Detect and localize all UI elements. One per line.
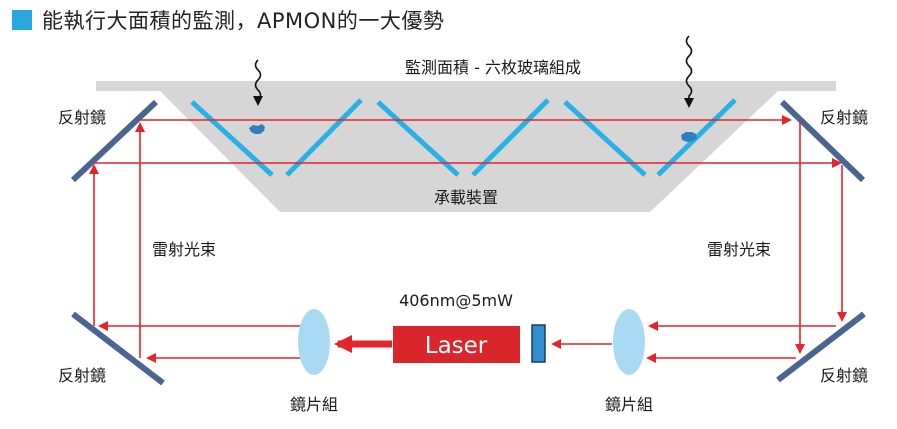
mirror-top-left xyxy=(70,99,159,183)
particle-icon xyxy=(681,132,697,142)
carrier-label: 承載裝置 xyxy=(433,188,499,207)
wavy-arrow-icon xyxy=(253,59,263,106)
lens-right-label: 鏡片組 xyxy=(604,395,654,414)
mirror-bottom-left xyxy=(71,311,165,386)
laser-spec-label: 406nm@5mW xyxy=(399,291,513,310)
particles xyxy=(249,124,697,142)
wavy-arrow-icon xyxy=(684,35,694,108)
title-row: 能執行大面積的監測，APMON的一大優勢 xyxy=(12,4,444,36)
inspection-bar xyxy=(96,81,836,91)
lens-right xyxy=(613,309,645,375)
mirror-top-left-label: 反射鏡 xyxy=(58,108,107,127)
mirror-top-right-label: 反射鏡 xyxy=(820,108,869,127)
detector xyxy=(531,324,546,363)
laser-beams xyxy=(89,115,847,363)
mirror-bottom-left-label: 反射鏡 xyxy=(58,366,107,385)
beam-left-label: 雷射光束 xyxy=(152,240,217,259)
laser-box xyxy=(393,326,520,363)
mirror-bottom-right-label: 反射鏡 xyxy=(820,366,869,385)
carrier-platform xyxy=(96,81,836,212)
mirror-bottom-right xyxy=(776,311,866,383)
lens-left-label: 鏡片組 xyxy=(289,395,339,414)
carrier-trapezoid xyxy=(160,91,778,212)
mirrors xyxy=(70,99,866,386)
inspection-area-label: 監測面積 - 六枚玻璃組成 xyxy=(405,58,581,77)
particle-icon xyxy=(249,124,265,134)
lens-left xyxy=(298,309,330,375)
beam-right-label: 雷射光束 xyxy=(707,240,772,259)
title-bullet-icon xyxy=(12,10,32,30)
page-title: 能執行大面積的監測，APMON的一大優勢 xyxy=(42,9,445,33)
mirror-top-right xyxy=(779,99,866,183)
laser-label: Laser xyxy=(425,333,488,359)
